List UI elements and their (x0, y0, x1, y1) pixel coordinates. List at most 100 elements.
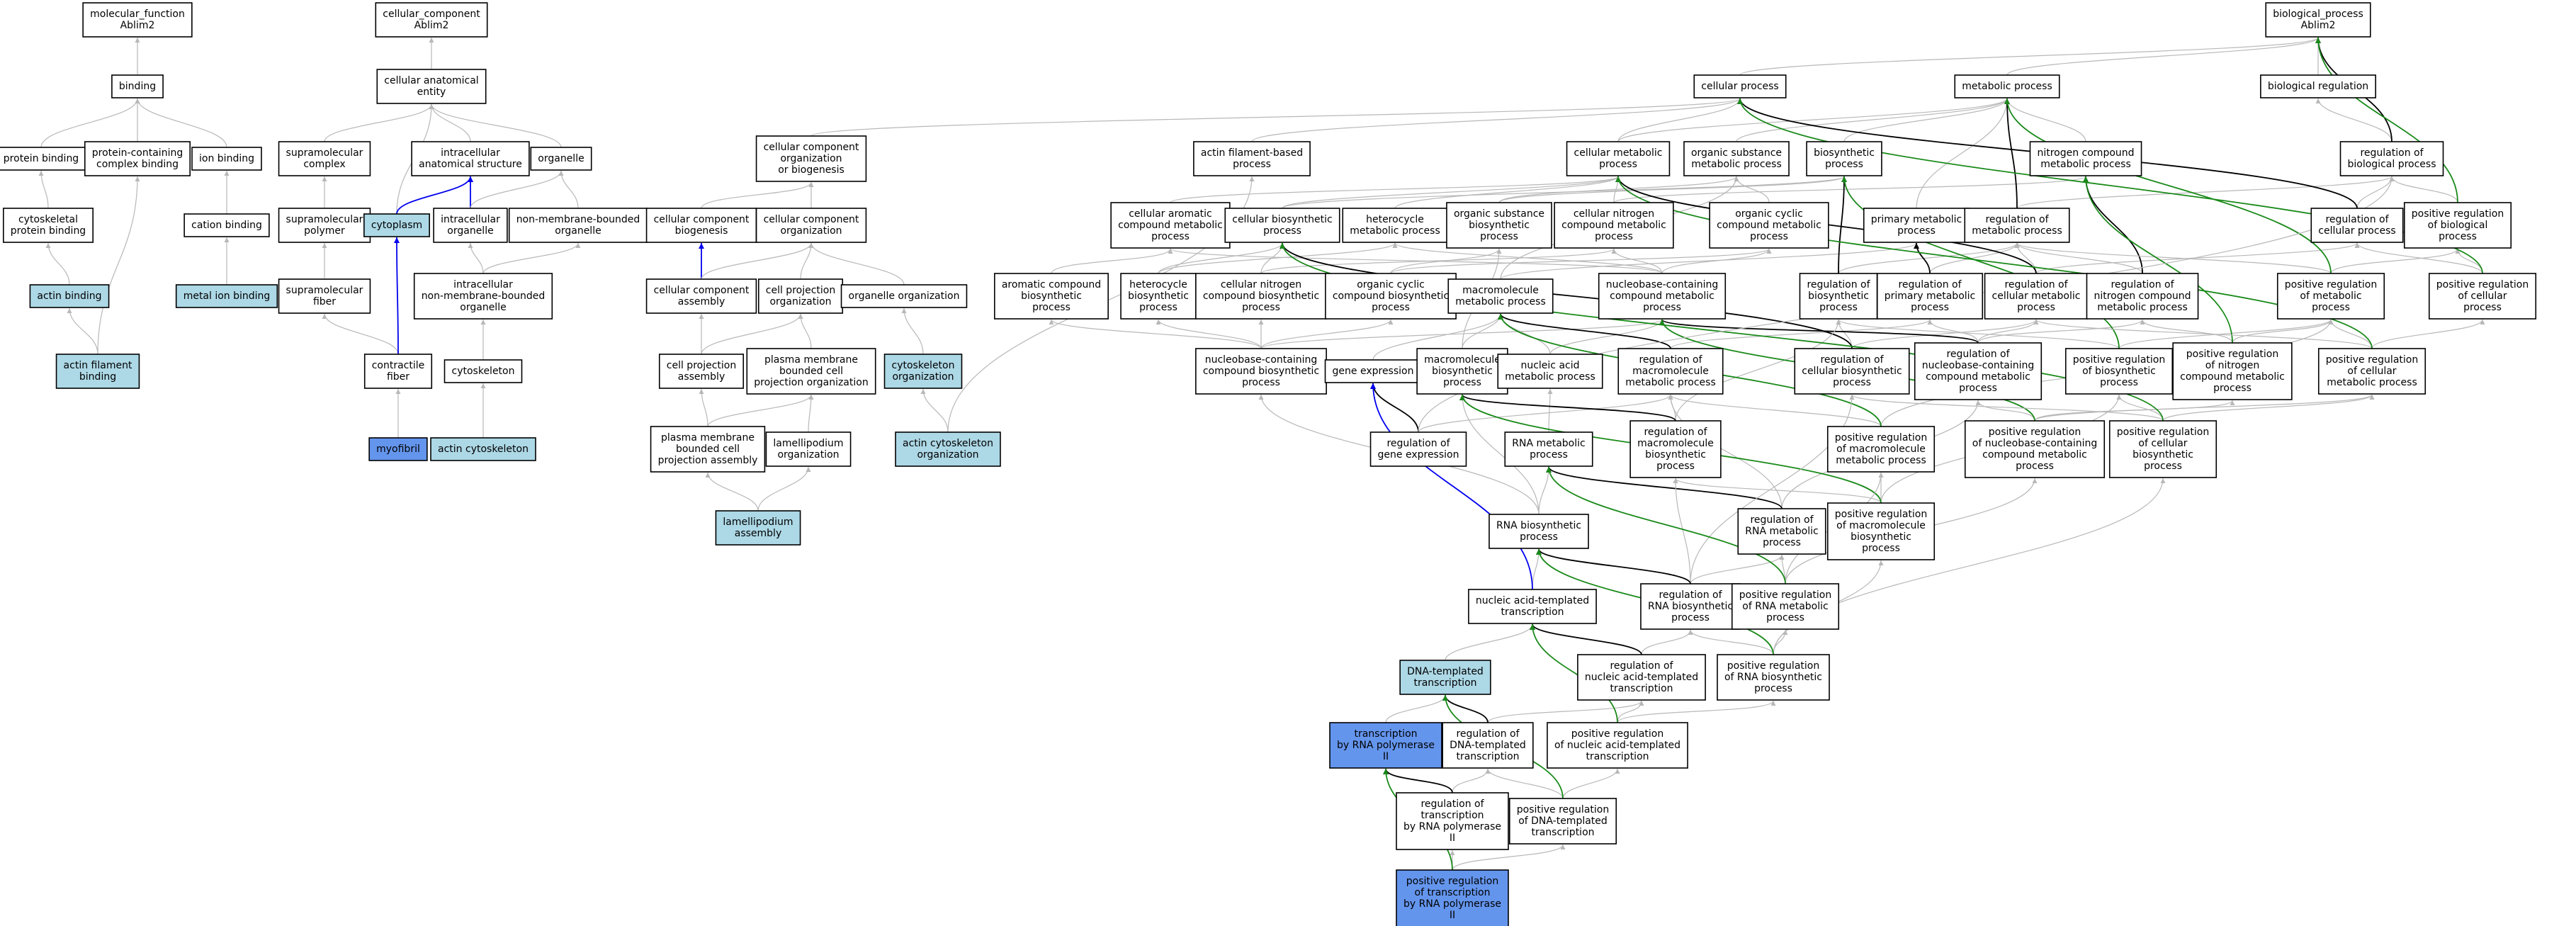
go-term-node-reg-nbcmp[interactable]: regulation ofnucleobase-containingcompou… (1914, 342, 2043, 400)
go-term-node-reg-macro-biosyn[interactable]: regulation ofmacromoleculebiosyntheticpr… (1629, 420, 1722, 478)
go-term-node-organelle-org[interactable]: organelle organization (840, 284, 968, 308)
go-term-node-gene-expr[interactable]: gene expression (1324, 359, 1422, 383)
go-term-node-ic-nmbo[interactable]: intracellularnon-membrane-boundedorganel… (413, 273, 553, 320)
go-term-node-protein-binding[interactable]: protein binding (0, 147, 87, 171)
go-term-node-organelle[interactable]: organelle (530, 147, 592, 171)
go-term-node-cytoplasm[interactable]: cytoplasm (363, 213, 430, 237)
go-term-node-actin-cyto[interactable]: actin cytoskeleton (430, 437, 536, 461)
go-term-node-metabolic-process[interactable]: metabolic process (1954, 74, 2060, 98)
go-term-node-binding[interactable]: binding (111, 74, 164, 98)
go-term-node-cation-binding[interactable]: cation binding (183, 213, 270, 237)
go-term-node-myofibril[interactable]: myofibril (368, 437, 428, 461)
go-term-node-ion-binding[interactable]: ion binding (191, 147, 262, 171)
go-term-node-actin-binding[interactable]: actin binding (29, 284, 110, 308)
go-term-node-cytoskeleton[interactable]: cytoskeleton (444, 359, 523, 383)
go-term-node-bio-reg[interactable]: biological regulation (2260, 74, 2376, 98)
go-term-node-metal-ion[interactable]: metal ion binding (175, 284, 278, 308)
